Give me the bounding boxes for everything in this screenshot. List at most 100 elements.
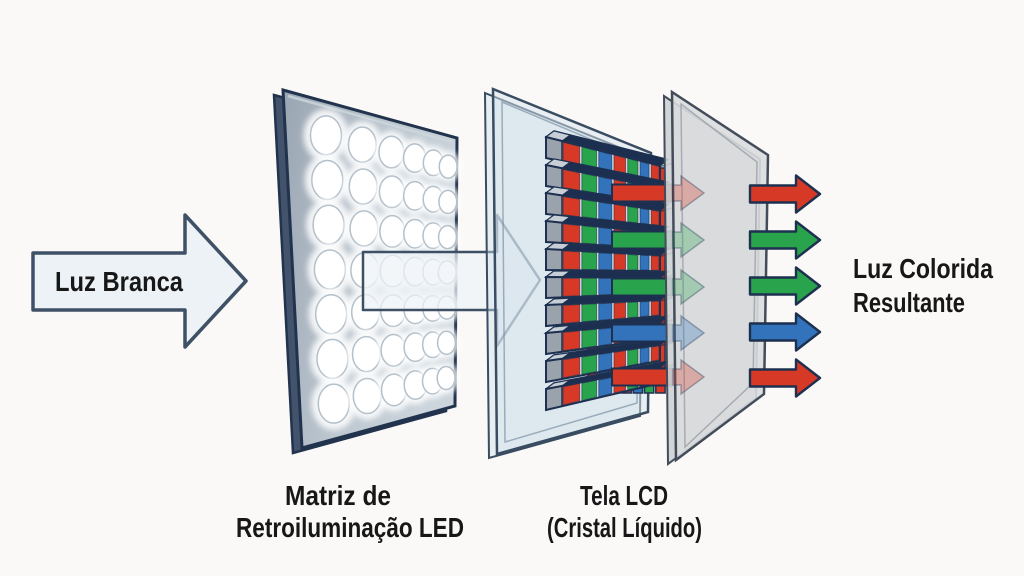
bar-gray-cap [545,303,563,327]
subpixel-blue [598,376,613,398]
output-arrow-green [748,266,822,306]
pierce-arrow-green [611,230,673,250]
subpixel-red [613,301,627,320]
subpixel-green [627,253,639,271]
subpixel-green [581,198,598,220]
subpixel-blue [639,207,650,225]
output-label-line2: Resultante [853,287,965,318]
bar-gray-cap [545,248,563,271]
pierce-arrow-green [611,277,673,297]
backlight-label-line1: Matriz de [285,480,391,511]
subpixel-red [650,300,660,317]
subpixel-green [581,251,598,271]
subpixel-red [562,330,581,352]
led-dot [436,365,456,391]
subpixel-blue [598,327,613,347]
pixel-bar-row [543,293,676,328]
led-dot [349,210,379,247]
led-dot [311,159,344,201]
bar-gray-cap [545,276,563,299]
subpixel-red [650,255,660,271]
subpixel-blue [639,300,650,318]
pixel-bar-row [545,338,676,384]
front-screen-front-face [670,89,770,463]
output-light-arrows [748,174,822,398]
output-arrow-green [748,220,822,260]
faded-arrowhead-green [672,221,706,259]
led-dot [347,126,377,163]
subpixel-blue [598,201,613,221]
subpixel-red [562,277,581,297]
input-arrow: Luz Branca [31,213,248,349]
faded-arrowhead-green [672,268,706,306]
led-dot [437,224,458,250]
pierce-arrow-blue [611,323,673,343]
led-dot [348,168,378,205]
led-backlight-panel [272,88,462,455]
bar-gray-cap [545,192,563,217]
bar-gray-cap [545,220,563,244]
subpixel-red [562,195,581,218]
subpixel-red [562,303,581,325]
faded-arrowhead-red [672,358,706,396]
led-grid [303,108,462,430]
led-panel-top-highlight [287,94,453,144]
subpixel-green [581,277,598,297]
lcd-label-line1: Tela LCD [580,480,668,511]
subpixel-green [627,301,639,319]
subpixel-blue [598,351,613,373]
subpixel-blue [598,252,613,271]
subpixel-green [581,354,598,376]
led-dot [314,293,348,335]
subpixel-blue [639,346,650,365]
pierce-arrow-red [611,183,673,203]
subpixel-green [627,348,639,367]
faded-arrowhead-blue [672,314,706,352]
bar-gray-cap [545,330,563,355]
faded-light-arrowheads [672,174,706,396]
input-arrow-label: Luz Branca [55,266,183,297]
output-label-line1: Luz Colorida [853,253,993,284]
led-dot [316,338,349,380]
front-screen-panel [662,89,770,466]
led-dot [309,115,343,156]
subpixel-red [650,209,660,226]
subpixel-red [562,250,581,270]
subpixel-red [613,253,627,271]
led-dot [436,330,457,356]
white-light-arrow-shape [31,213,248,349]
subpixel-red [650,345,660,363]
pierce-arrow-red [611,367,673,387]
led-dot [438,154,458,179]
backlight-label-line2: Retroiluminação LED [236,512,464,543]
pixel-bar-row [544,186,676,228]
subpixel-blue [598,302,613,322]
output-arrow-blue [748,312,822,352]
subpixel-blue [598,277,613,296]
subpixel-red [613,349,627,370]
led-dot [438,189,458,215]
subpixel-red [562,168,581,192]
faded-arrowhead-red [672,174,706,212]
subpixel-green [581,225,598,245]
diagram-labels: Matriz de Retroiluminação LED Tela LCD (… [236,253,993,543]
output-arrow-red [748,358,822,398]
subpixel-blue [598,175,613,197]
led-dot [312,204,345,246]
subpixel-red [562,223,581,244]
pixel-bar-row [543,242,676,273]
subpixel-green [627,205,639,224]
subpixel-green [581,303,598,323]
bar-outline [545,298,661,328]
output-arrow-red [748,174,822,214]
subpixel-green [581,328,598,349]
led-dot [317,383,351,424]
subpixel-blue [598,226,613,246]
subpixel-red [613,203,627,223]
subpixel-green [581,172,598,194]
led-dot [313,249,347,290]
bar-outline [545,343,661,384]
subpixel-red [562,356,581,379]
